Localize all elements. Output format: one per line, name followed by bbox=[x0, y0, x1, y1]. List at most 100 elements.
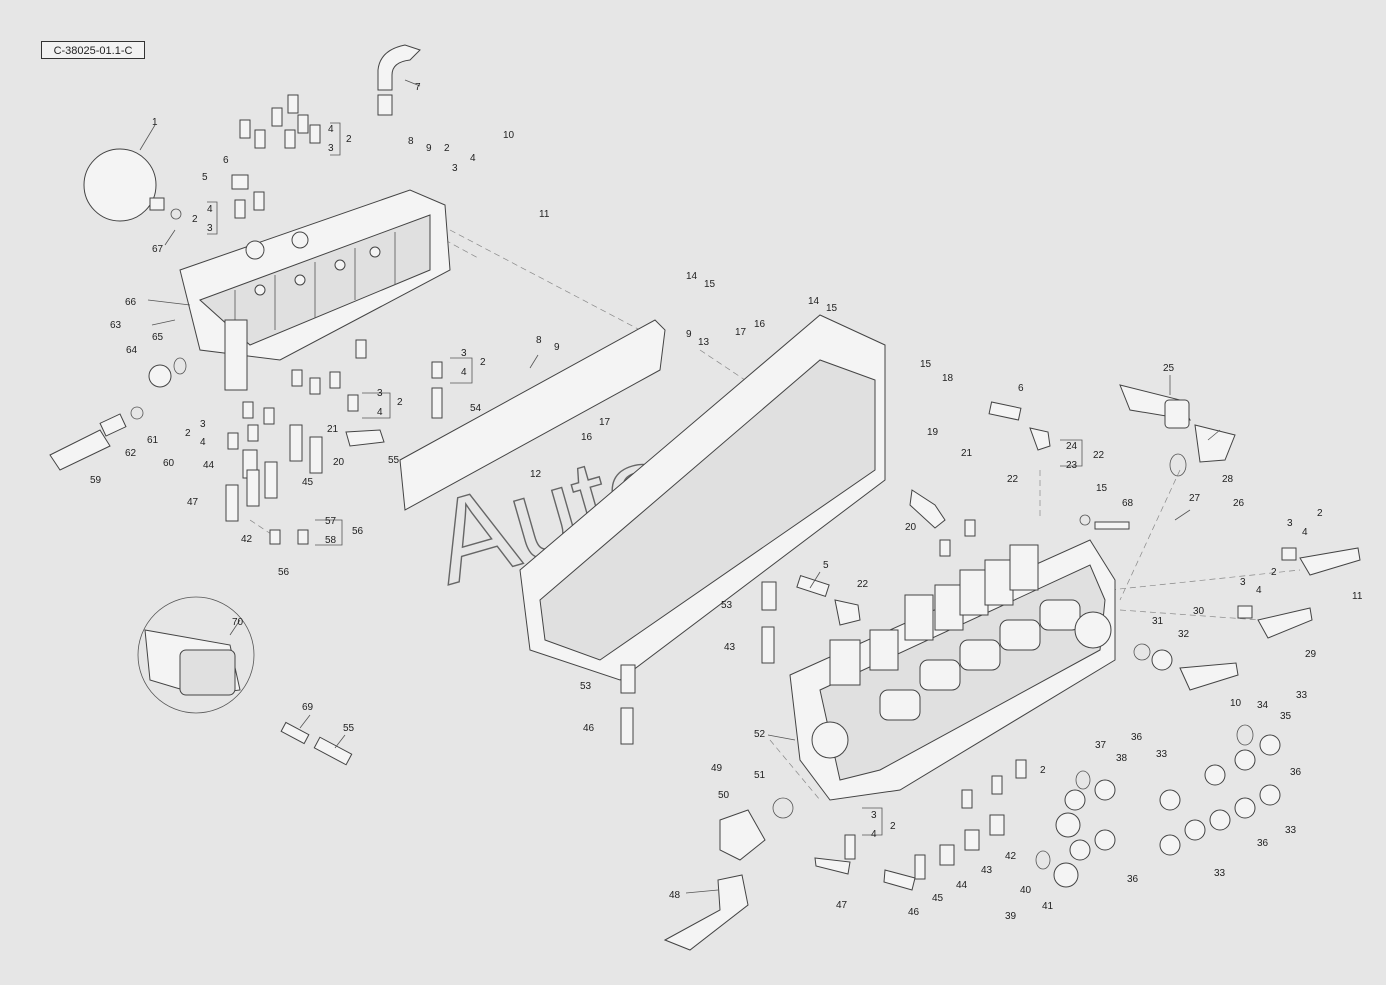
callout: 17 bbox=[599, 417, 611, 428]
callout: 47 bbox=[187, 497, 199, 508]
callout: 14 bbox=[686, 271, 698, 282]
callout: 13 bbox=[698, 337, 710, 348]
callout: 24 bbox=[1066, 441, 1078, 452]
callout: 55 bbox=[388, 455, 400, 466]
callout: 11 bbox=[1352, 591, 1363, 602]
callout: 42 bbox=[1005, 851, 1017, 862]
callout: 56 bbox=[278, 567, 290, 578]
callout: 23 bbox=[1066, 460, 1078, 471]
callout: 8 bbox=[536, 335, 542, 346]
callout: 40 bbox=[1020, 885, 1032, 896]
callout: 14 bbox=[808, 296, 820, 307]
callout: 4 bbox=[1302, 527, 1308, 538]
callout: 38 bbox=[1116, 753, 1128, 764]
callout: 3 bbox=[1240, 577, 1246, 588]
callout: 3 bbox=[328, 143, 334, 154]
callout: 22 bbox=[1093, 450, 1105, 461]
mounting-plate bbox=[399, 314, 886, 681]
fittings-cluster-middle bbox=[225, 339, 443, 545]
upper-valve-block bbox=[179, 189, 451, 391]
callout: 4 bbox=[200, 437, 206, 448]
callout: 4 bbox=[461, 367, 467, 378]
callout: 31 bbox=[1152, 616, 1164, 627]
callout: 21 bbox=[327, 424, 339, 435]
callout: 8 bbox=[408, 136, 414, 147]
callout: 54 bbox=[470, 403, 482, 414]
callout: 49 bbox=[711, 763, 723, 774]
callout: 4 bbox=[1256, 585, 1262, 596]
callout: 7 bbox=[415, 82, 421, 93]
callout: 22 bbox=[1007, 474, 1019, 485]
callout: 25 bbox=[1163, 363, 1175, 374]
callout: 66 bbox=[125, 297, 137, 308]
callout: 58 bbox=[325, 535, 337, 546]
callout: 3 bbox=[200, 419, 206, 430]
callout: 2 bbox=[397, 397, 403, 408]
callout: 1 bbox=[152, 117, 158, 128]
callout: 37 bbox=[1095, 740, 1107, 751]
right-side-parts bbox=[988, 384, 1361, 691]
callout: 55 bbox=[343, 723, 355, 734]
callout: 34 bbox=[1257, 700, 1269, 711]
callout: 9 bbox=[686, 329, 692, 340]
plug-part bbox=[148, 357, 187, 388]
callout: 16 bbox=[581, 432, 593, 443]
callout: 3 bbox=[461, 348, 467, 359]
callout: 3 bbox=[452, 163, 458, 174]
callout: 15 bbox=[826, 303, 838, 314]
callout: 69 bbox=[302, 702, 314, 713]
callout: 61 bbox=[147, 435, 159, 446]
callout: 43 bbox=[724, 642, 736, 653]
callout: 60 bbox=[163, 458, 175, 469]
bottom-parts bbox=[137, 581, 794, 951]
callout: 5 bbox=[202, 172, 208, 183]
callout: 15 bbox=[704, 279, 716, 290]
callout: 53 bbox=[721, 600, 733, 611]
callout: 33 bbox=[1214, 868, 1226, 879]
callout: 2 bbox=[480, 357, 486, 368]
callout: 68 bbox=[1122, 498, 1134, 509]
accumulator-part bbox=[83, 148, 182, 222]
reference-code: C-38025-01.1-C bbox=[41, 41, 145, 59]
callout: 6 bbox=[223, 155, 229, 166]
callout: 35 bbox=[1280, 711, 1292, 722]
callout: 44 bbox=[956, 880, 968, 891]
callout: 45 bbox=[302, 477, 314, 488]
callout: 29 bbox=[1305, 649, 1317, 660]
callout: 53 bbox=[580, 681, 592, 692]
callout: 6 bbox=[1018, 383, 1024, 394]
callout: 18 bbox=[942, 373, 954, 384]
main-control-valve bbox=[789, 539, 1116, 801]
fittings-cluster-top bbox=[231, 44, 421, 219]
callout: 45 bbox=[932, 893, 944, 904]
callout: 15 bbox=[1096, 483, 1108, 494]
callout: 41 bbox=[1042, 901, 1054, 912]
callout: 36 bbox=[1131, 732, 1143, 743]
callout: 36 bbox=[1290, 767, 1302, 778]
callout: 2 bbox=[185, 428, 191, 439]
leader-lines bbox=[139, 79, 1221, 894]
callout: 11 bbox=[539, 209, 550, 220]
callout: 3 bbox=[1287, 518, 1293, 529]
callout: 28 bbox=[1222, 474, 1234, 485]
callout: 5 bbox=[823, 560, 829, 571]
callout: 2 bbox=[890, 821, 896, 832]
callout: 47 bbox=[836, 900, 848, 911]
callout: 30 bbox=[1193, 606, 1205, 617]
callout: 4 bbox=[871, 829, 877, 840]
callout: 27 bbox=[1189, 493, 1201, 504]
callout: 57 bbox=[325, 516, 337, 527]
callout: 44 bbox=[203, 460, 215, 471]
callout: 50 bbox=[718, 790, 730, 801]
callout: 4 bbox=[328, 124, 334, 135]
callout: 43 bbox=[981, 865, 993, 876]
callout: 10 bbox=[1230, 698, 1242, 709]
callout: 4 bbox=[470, 153, 476, 164]
callout: 2 bbox=[1317, 508, 1323, 519]
callout: 59 bbox=[90, 475, 102, 486]
callout: 12 bbox=[530, 469, 542, 480]
callout: 22 bbox=[857, 579, 869, 590]
callout: 36 bbox=[1257, 838, 1269, 849]
callout: 9 bbox=[554, 342, 560, 353]
